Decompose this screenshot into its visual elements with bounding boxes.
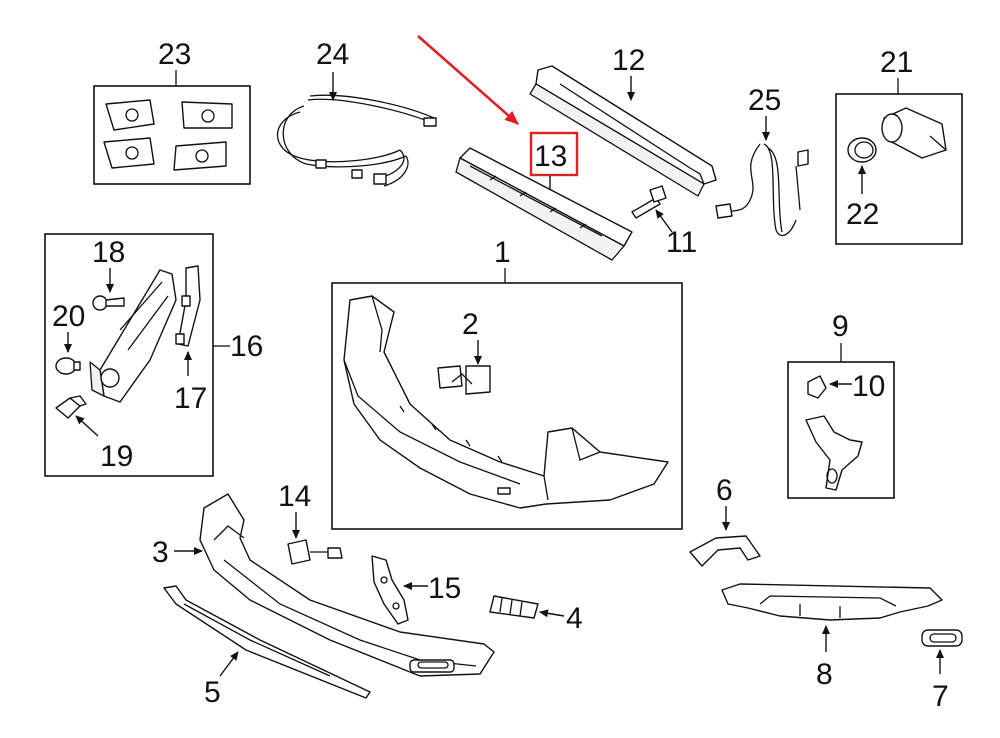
callout-2: 2 xyxy=(462,308,479,341)
part-14-group[interactable]: 14 xyxy=(278,480,343,565)
callout-18: 18 xyxy=(92,236,125,269)
screw-icon xyxy=(92,295,125,311)
part-16-group[interactable]: 16 18 20 17 xyxy=(44,233,263,477)
lamp-14-icon xyxy=(287,539,343,565)
wire-harness-25-icon xyxy=(715,143,809,237)
part-1-group[interactable]: 1 2 xyxy=(331,236,683,530)
part-9-box xyxy=(787,361,895,499)
callout-13: 13 xyxy=(534,140,567,173)
callout-23: 23 xyxy=(158,38,191,71)
callout-8: 8 xyxy=(816,658,833,691)
sensor-ring-icon xyxy=(847,137,877,163)
bracket-9-icon xyxy=(805,415,863,491)
wiring-harness-icon xyxy=(276,94,437,187)
callout-3: 3 xyxy=(152,536,169,569)
part-21-group[interactable]: 21 22 xyxy=(835,46,963,245)
part-16-box xyxy=(44,233,214,477)
clip-strip-icon xyxy=(489,595,539,619)
callout-9: 9 xyxy=(832,310,849,343)
callout-21: 21 xyxy=(880,46,913,79)
reflector-icon xyxy=(921,629,963,647)
part-23-box xyxy=(93,85,251,185)
callout-16: 16 xyxy=(230,330,263,363)
step-pad-icon xyxy=(455,147,633,261)
callout-4: 4 xyxy=(566,602,583,635)
callout-24: 24 xyxy=(316,38,349,71)
callout-17: 17 xyxy=(174,382,207,415)
bulb-icon xyxy=(55,357,81,375)
sensor-bracket-icon xyxy=(103,99,233,171)
part-4-group[interactable]: 4 xyxy=(489,595,583,635)
lamp-lens-icon xyxy=(175,265,201,347)
callout-7: 7 xyxy=(932,680,949,713)
part-15-group[interactable]: 15 xyxy=(371,555,461,625)
part-23-group[interactable]: 23 xyxy=(93,38,251,185)
callout-6: 6 xyxy=(716,474,733,507)
bracket-6-icon xyxy=(689,535,761,567)
part-7-group[interactable]: 7 xyxy=(921,629,963,713)
part-8-group[interactable]: 8 xyxy=(721,583,943,691)
part-5-group[interactable]: 5 xyxy=(163,585,371,709)
callout-12: 12 xyxy=(612,44,645,77)
lower-valance-icon xyxy=(199,493,495,677)
part-11-group[interactable]: 11 xyxy=(631,185,697,259)
socket-icon xyxy=(55,395,87,419)
callout-11: 11 xyxy=(666,226,697,259)
part-9-group[interactable]: 9 10 xyxy=(787,310,895,499)
bolt-icon xyxy=(631,185,667,219)
highlight-arrow xyxy=(417,35,519,125)
callout-25: 25 xyxy=(748,84,781,117)
bracket-15-icon xyxy=(371,555,409,625)
callout-15: 15 xyxy=(428,572,461,605)
callout-22: 22 xyxy=(846,198,879,231)
park-sensor-icon xyxy=(881,107,947,159)
callout-19: 19 xyxy=(100,440,133,473)
part-1-box xyxy=(331,282,683,530)
callout-14: 14 xyxy=(278,480,311,513)
part-6-group[interactable]: 6 xyxy=(689,474,761,567)
callout-20: 20 xyxy=(52,300,85,333)
highlight-box xyxy=(529,131,579,177)
callout-1: 1 xyxy=(494,236,511,269)
skid-strip-icon xyxy=(163,585,371,699)
clip-10-icon xyxy=(807,375,827,399)
callout-5: 5 xyxy=(204,676,221,709)
bumper-cover-icon xyxy=(343,295,669,509)
part-13-group[interactable]: 13 xyxy=(455,131,633,261)
part-24-group[interactable]: 24 xyxy=(276,38,437,187)
part-25-group[interactable]: 25 xyxy=(715,84,809,237)
reinforcement-icon xyxy=(529,65,717,197)
bracket-2-icon xyxy=(437,365,491,395)
part-12-group[interactable]: 12 xyxy=(529,44,717,197)
callout-10: 10 xyxy=(852,370,885,403)
part-21-box xyxy=(835,93,963,245)
lamp-housing-icon xyxy=(89,269,177,403)
part-3-group[interactable]: 3 xyxy=(152,493,495,677)
skid-plate-icon xyxy=(721,583,943,621)
